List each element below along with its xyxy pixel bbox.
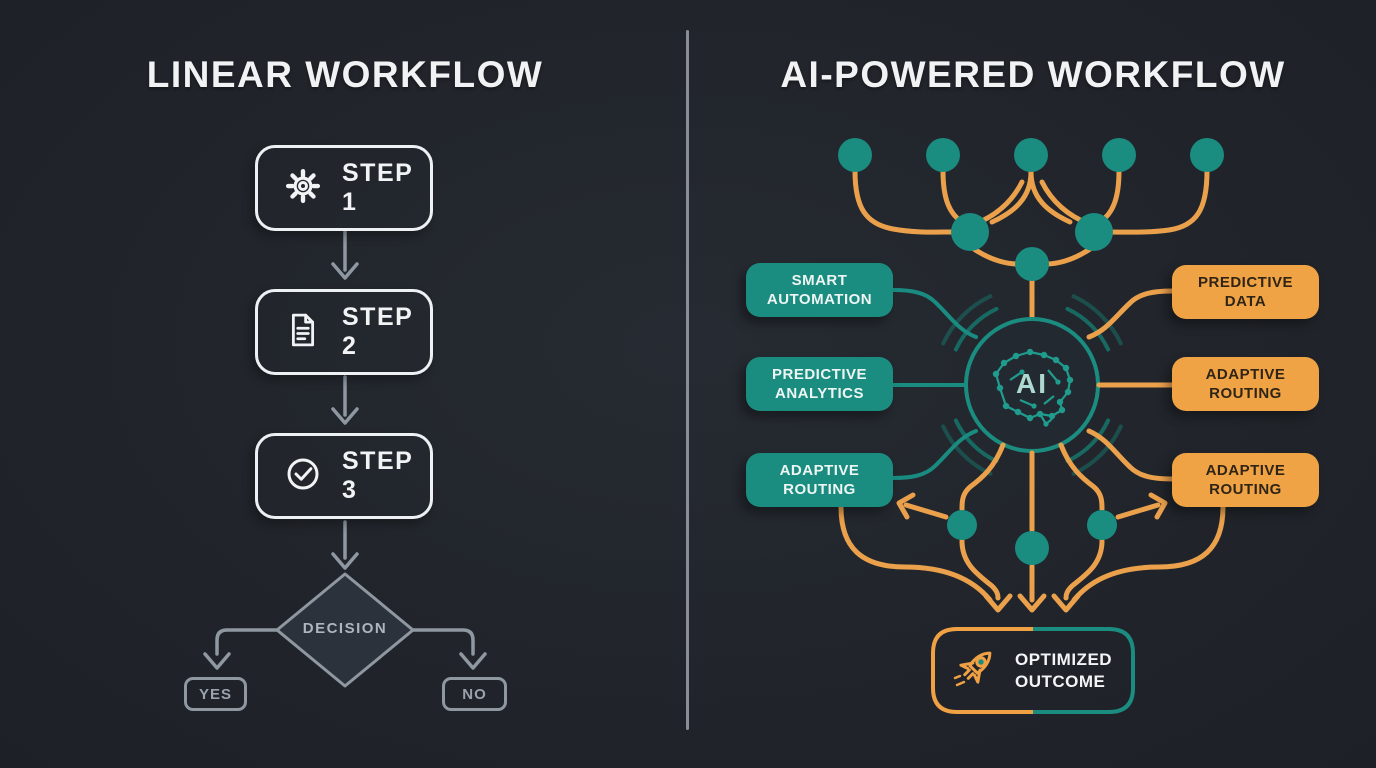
document-icon — [282, 309, 324, 356]
panel-divider — [686, 30, 689, 730]
left-node-connectors — [891, 288, 978, 480]
brain-network-icon — [992, 348, 1074, 427]
arrowhead-down-icon — [331, 552, 359, 570]
right-node-connectors — [1086, 288, 1175, 482]
branch-no: NO — [442, 677, 507, 711]
gear-icon — [282, 165, 324, 212]
outcome-box: OPTIMIZED OUTCOME — [933, 629, 1133, 712]
node-predictive-analytics: PREDICTIVE ANALYTICS — [746, 357, 893, 411]
ai-input-nodes — [838, 138, 1224, 281]
check-circle-icon — [282, 453, 324, 500]
ai-core-signal-arcs — [941, 294, 1123, 476]
step-label: STEP 2 — [342, 303, 413, 360]
arrowhead-down-icon — [459, 652, 487, 670]
decision-label: DECISION — [302, 620, 388, 637]
decision-diamond — [275, 572, 415, 688]
ai-input-network-lines — [852, 168, 1210, 323]
ai-output-nodes — [947, 510, 1117, 565]
node-smart-automation: SMART AUTOMATION — [746, 263, 893, 317]
outcome-label: OPTIMIZED OUTCOME — [1015, 649, 1113, 691]
left-panel-title: LINEAR WORKFLOW — [146, 54, 544, 95]
node-adaptive-routing-left: ADAPTIVE ROUTING — [746, 453, 893, 507]
step-label: STEP 1 — [342, 159, 413, 216]
branch-line-yes — [215, 628, 279, 656]
node-predictive-data: PREDICTIVE DATA — [1172, 265, 1319, 319]
ai-core-label: AI — [1016, 368, 1048, 399]
node-adaptive-routing-right-1: ADAPTIVE ROUTING — [1172, 357, 1319, 411]
outcome-box-border — [931, 627, 1135, 714]
ai-output-lines — [838, 442, 1226, 613]
outcome-border-orange-half — [931, 627, 1033, 714]
arrowhead-down-icon — [203, 652, 231, 670]
right-panel-title: AI-POWERED WORKFLOW — [780, 54, 1286, 95]
node-adaptive-routing-right-2: ADAPTIVE ROUTING — [1172, 453, 1319, 507]
rocket-icon — [947, 640, 1003, 701]
arrowhead-down-icon — [331, 262, 359, 280]
branch-line-no — [411, 628, 475, 656]
outcome-border-teal-half — [1033, 627, 1135, 714]
arrowhead-down-icon — [331, 407, 359, 425]
linear-flow-connectors — [203, 230, 487, 670]
step-box-3: STEP 3 — [255, 433, 433, 519]
step-label: STEP 3 — [342, 447, 413, 504]
step-box-1: STEP 1 — [255, 145, 433, 231]
branch-yes: YES — [184, 677, 247, 711]
step-box-2: STEP 2 — [255, 289, 433, 375]
